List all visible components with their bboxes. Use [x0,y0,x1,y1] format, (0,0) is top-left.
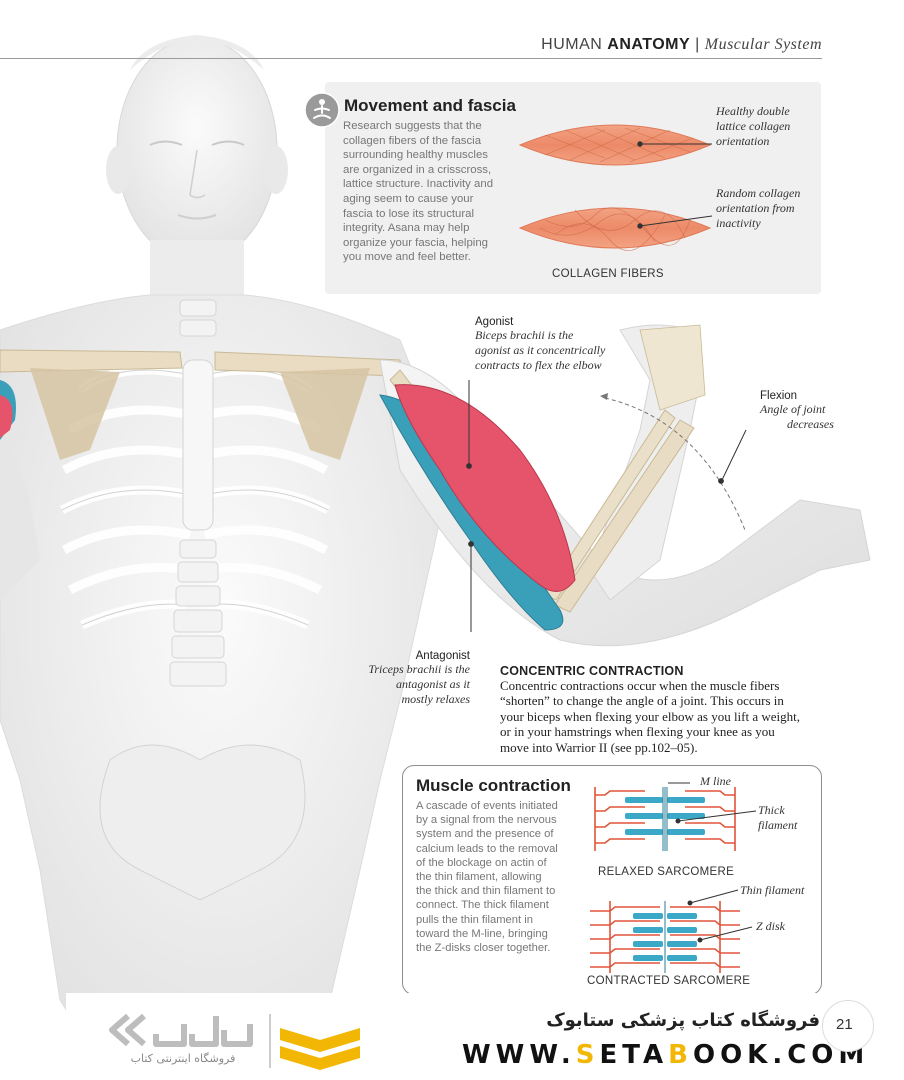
contraction-line: calcium leads to the removal [416,842,558,855]
agonist-title: Agonist [475,316,514,328]
relaxed-sarcomere-caption: RELAXED SARCOMERE [598,866,735,878]
header-separator: | [695,36,700,53]
contracted-sarcomere-caption: CONTRACTED SARCOMERE [587,975,751,987]
label-line: inactivity [716,216,761,230]
concentric-line: “shorten” to change the angle of a joint… [500,693,784,709]
url-part-accent: B [668,1040,693,1070]
label-line: lattice collagen [716,119,791,133]
fascia-panel [325,82,821,294]
fascia-line: Research suggests that the [343,120,482,132]
pelvis [99,744,306,901]
contraction-line: toward the M-line, bringing [416,927,548,940]
logo-tagline: فروشگاه اینترنتی کتاب [130,1052,236,1065]
concentric-contraction-block: CONCENTRIC CONTRACTION Concentric contra… [500,664,830,755]
thick-filament-label: Thick filament [758,803,797,833]
footer-banner [66,993,904,1080]
label-line: filament [758,818,798,832]
contraction-line: A cascade of events initiated [416,800,558,812]
contraction-line: of the blockage on actin of [416,856,547,869]
antagonist-desc-line: antagonist as it [395,677,470,691]
contraction-line: pulls the thin filament in [416,913,533,926]
right-arm [379,324,871,647]
m-line-label: M line [700,774,731,788]
concentric-line: move into Warrior II (see pp.102–05). [500,739,698,755]
concentric-title: CONCENTRIC CONTRACTION [500,664,684,678]
label-line: orientation from [716,201,795,215]
store-url: WWW.SETABOOK.COM [462,1040,869,1070]
label-line: orientation [716,134,770,148]
setabook-logo [109,1013,360,1070]
contraction-line: the thin filament, allowing [416,871,542,884]
agonist-desc-line: Biceps brachii is the [475,328,574,342]
label-line: Healthy double [716,104,790,118]
thin-filament-label: Thin filament [740,883,805,897]
shoulder-girdle [0,349,403,460]
fascia-line: fascia to lose its structural [343,207,475,220]
fascia-text: Research suggests that the collagen fibe… [343,119,523,265]
contraction-line: the thick and thin filament to [416,885,556,898]
page-number-badge [822,1000,874,1052]
muscle-contraction-panel [402,765,822,995]
healthy-collagen-label: Healthy double lattice collagen orientat… [716,104,790,149]
contraction-line: by a signal from the nervous [416,814,557,827]
fascia-line: you move and feel better. [343,251,471,264]
fascia-line: aging seem to cause your [343,192,474,205]
muscle-contraction-title: Muscle contraction [416,776,571,795]
collagen-fibers-caption: COLLAGEN FIBERS [552,268,664,280]
url-part: WWW. [462,1040,576,1070]
header-subtitle: Muscular System [704,36,822,53]
fascia-line: organize your fascia, helping [343,236,489,249]
fascia-line: integrity. Asana may help [343,222,470,235]
page-number: 21 [836,1016,853,1033]
leader-lines [466,380,747,632]
head [106,35,288,263]
contraction-line: the Z-disks closer together. [416,942,551,955]
sarcomere-leaders [668,782,757,943]
fascia-title: Movement and fascia [344,96,516,115]
agonist-label: Agonist Biceps brachii is the agonist as… [475,316,605,373]
flexion-desc-line: decreases [787,417,834,431]
sarcomere-diagrams [590,787,740,973]
header-section: HUMAN [541,36,603,53]
muscle-contraction-text: A cascade of events initiated by a signa… [416,799,586,955]
store-name: فروشگاه کتاب پزشکی ستابوک [546,1010,820,1031]
label-line: Thick [758,803,785,817]
antagonist-label: Antagonist Triceps brachii is the antago… [348,650,470,707]
antagonist-desc-line: Triceps brachii is the [368,662,470,676]
z-disk-label: Z disk [756,919,786,933]
fascia-line: lattice structure. Inactivity and [343,178,494,191]
fascia-line: surrounding healthy muscles [343,149,488,162]
antagonist-desc-line: mostly relaxes [401,692,470,706]
fascia-leaders [637,141,713,229]
spine [169,299,227,687]
agonist-desc-line: contracts to flex the elbow [475,358,602,372]
concentric-line: Concentric contractions occur when the m… [500,678,780,693]
relaxed-sarcomere [594,787,736,851]
flexion-title: Flexion [760,390,798,402]
flexion-label: Flexion Angle of joint decreases [760,390,834,432]
contracted-sarcomere [590,901,740,973]
concentric-line: your biceps when flexing your elbow as y… [500,708,801,724]
sternum [182,359,214,531]
contraction-line: system and the presence of [416,828,554,841]
fascia-line: are organized in a crisscross, [343,163,492,176]
collagen-fibers-illustration [518,124,712,251]
agonist-desc-line: agonist as it concentrically [475,343,606,357]
url-part-accent: S [575,1040,600,1070]
header-section-bold: ANATOMY [607,36,691,53]
label-line: Random collagen [716,186,801,200]
antagonist-title: Antagonist [415,650,470,662]
random-collagen-label: Random collagen orientation from inactiv… [716,186,800,231]
flexion-desc-line: Angle of joint [760,402,826,416]
flexion-arc [604,397,746,531]
running-header: HUMAN ANATOMY | Muscular System [541,36,822,54]
url-part: ETA [599,1040,669,1070]
fascia-line: collagen fibers of the fascia [343,134,482,147]
header-rule [0,58,822,59]
contraction-line: connect. The thick filament [416,899,549,912]
yoga-pose-icon [304,92,340,128]
concentric-line: or in your hamstrings when flexing your … [500,724,775,740]
